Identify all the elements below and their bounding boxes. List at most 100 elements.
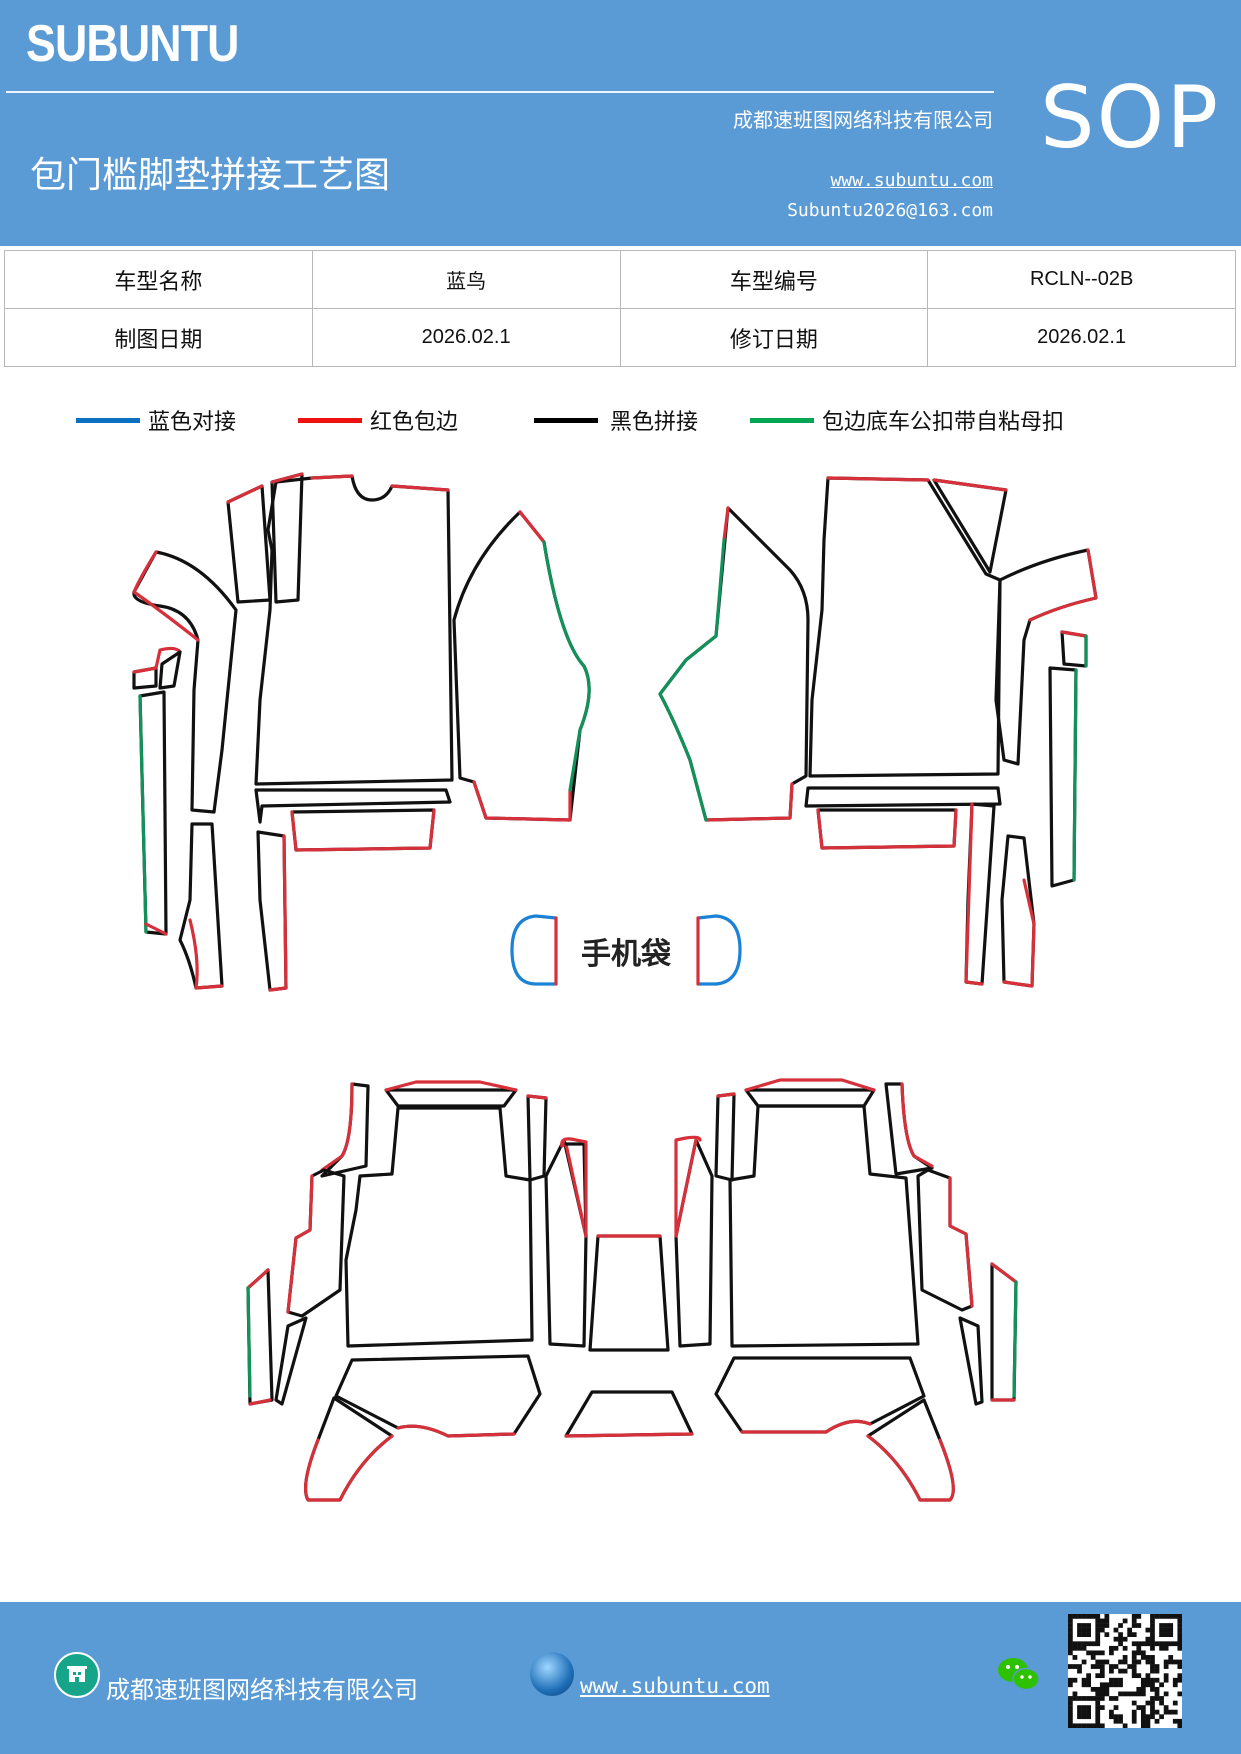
rear-right-front-tray-red [740, 1419, 872, 1434]
front-left-green-bottom-red [144, 922, 168, 936]
building-icon [54, 1652, 100, 1698]
model-name-value: 蓝鸟 [311, 250, 621, 309]
rear-left-wedge-red [304, 1434, 394, 1502]
legend-item-green: 包边底车公扣带自粘母扣 [750, 400, 1064, 440]
front-left-main-mat [254, 474, 454, 786]
front-right-wedge-red [932, 478, 1008, 492]
qr-code [1068, 1614, 1183, 1729]
front-left-top-red [310, 474, 450, 492]
front-right-green-strip [1048, 666, 1078, 888]
rear-right-outer-red [990, 1262, 1018, 1402]
front-left-sill-strip [254, 788, 452, 824]
rear-left-front-tray-red [396, 1424, 516, 1438]
email-address: Subuntu2026@163.com [787, 200, 993, 221]
front-right-tab [1060, 630, 1088, 668]
phone-bag-left [510, 914, 558, 986]
front-left-door-mat [452, 510, 591, 822]
mat-pieces [132, 472, 1098, 1502]
front-left-strip-b [270, 472, 304, 604]
brand-logo: SUBUNTU [26, 15, 239, 73]
front-left-lower-strip-b [256, 830, 288, 992]
front-left-strip-top-red [226, 472, 304, 504]
front-right-sill-strip [804, 786, 1002, 808]
rear-right-outer-edge [990, 1262, 1018, 1402]
legend-swatch [534, 417, 598, 423]
front-left-tab-b [158, 650, 182, 690]
front-right-green-edge [1072, 668, 1078, 882]
model-name-label: 车型名称 [4, 250, 313, 309]
rear-center-front-tray [564, 1390, 694, 1438]
legend-label: 蓝色对接 [148, 410, 237, 435]
front-right-wedge [932, 478, 1008, 574]
front-left-door-red [472, 510, 572, 822]
rear-left-outer-red [246, 1268, 272, 1406]
legend: 蓝色对接 红色包边 黑色拼接 包边底车公扣带自粘母扣 [0, 400, 1241, 440]
footer-banner: 成都速班图网络科技有限公司 www.subuntu.com [0, 1602, 1241, 1754]
rear-center-right-nub-red [674, 1135, 702, 1238]
company-name: 成都速班图网络科技有限公司 [733, 108, 993, 132]
rear-left-seat-mat [344, 1106, 534, 1348]
front-right-outer-arc [994, 548, 1098, 766]
front-left-lower-strip-a-red [188, 918, 224, 990]
rear-left-outer-edge [246, 1268, 274, 1406]
footer-company-name: 成都速班图网络科技有限公司 [106, 1676, 418, 1704]
revision-date-value: 2026.02.1 [927, 308, 1236, 367]
legend-swatch [76, 417, 140, 423]
front-right-lower-strip-b [1000, 834, 1036, 988]
front-left-outer-arc-red [132, 550, 200, 642]
rear-center-right-post [674, 1138, 714, 1348]
rear-left-corner-red [320, 1082, 354, 1172]
rear-center-tunnel [588, 1234, 670, 1352]
front-left-lower-strip-b-red [268, 834, 288, 992]
front-right-lower-strip-a-red [964, 802, 984, 986]
draw-date-label: 制图日期 [4, 308, 313, 367]
front-left-bottom-tray [290, 808, 436, 852]
rear-left-front-tray [334, 1354, 542, 1438]
rear-right-side-strip [916, 1168, 974, 1312]
front-right-outer-arc-red [1028, 548, 1098, 622]
legend-label: 红色包边 [370, 410, 459, 435]
front-left-green-edge [138, 694, 148, 934]
legend-swatch [750, 417, 814, 423]
sop-badge: SOP [1040, 68, 1221, 168]
header-banner: SUBUNTU 成都速班图网络科技有限公司 包门槛脚垫拼接工艺图 www.sub… [0, 0, 1241, 246]
wechat-icon[interactable] [996, 1654, 1042, 1694]
rear-left-side-strip-red [286, 1174, 314, 1314]
rear-center-left-nub-red [560, 1137, 588, 1238]
rear-right-corner-red [900, 1082, 934, 1168]
mat-cutting-diagram: 手机袋 [132, 472, 1098, 1502]
table-row: 制图日期 2026.02.1 修订日期 2026.02.1 [4, 308, 1236, 367]
legend-label: 包边底车公扣带自粘母扣 [822, 410, 1065, 435]
rear-center-left-post [544, 1138, 588, 1348]
rear-left-pillar [526, 1094, 548, 1182]
rear-right-top-bar [744, 1088, 876, 1108]
page-title: 包门槛脚垫拼接工艺图 [30, 155, 391, 196]
front-right-door-red [704, 506, 794, 822]
header-divider [6, 91, 994, 93]
rear-left-top-bar [384, 1088, 518, 1108]
rear-right-side-strip-red [948, 1176, 974, 1308]
front-right-lower-strip-b-red [1002, 878, 1036, 988]
front-right-main-mat [808, 476, 1002, 778]
phone-bag-right [696, 914, 742, 986]
rear-right-pillar [714, 1092, 736, 1182]
front-right-bottom-tray-red [816, 808, 958, 850]
front-right-tab-red [1060, 630, 1088, 638]
legend-item-red: 红色包边 [298, 400, 458, 440]
rear-right-top-bar-red [744, 1078, 876, 1092]
rear-left-bottom-piece [274, 1316, 308, 1406]
legend-item-blue: 蓝色对接 [76, 400, 236, 440]
rear-center-front-tray-red [564, 1432, 694, 1438]
vehicle-info-table: 车型名称 蓝鸟 车型编号 RCLN--02B 制图日期 2026.02.1 修订… [4, 250, 1236, 367]
legend-label: 黑色拼接 [610, 410, 699, 435]
front-left-lower-strip-a [178, 822, 224, 990]
front-left-outer-arc [132, 550, 238, 814]
rear-right-pillar-red [716, 1092, 736, 1098]
website-link[interactable]: www.subuntu.com [830, 170, 993, 191]
legend-swatch [298, 417, 362, 423]
model-code-value: RCLN--02B [927, 250, 1236, 309]
rear-center-right-post-red [674, 1138, 698, 1238]
front-left-bottom-tray-red [290, 808, 436, 852]
footer-website-link[interactable]: www.subuntu.com [580, 1674, 770, 1698]
rear-left-pillar-red [526, 1094, 548, 1100]
